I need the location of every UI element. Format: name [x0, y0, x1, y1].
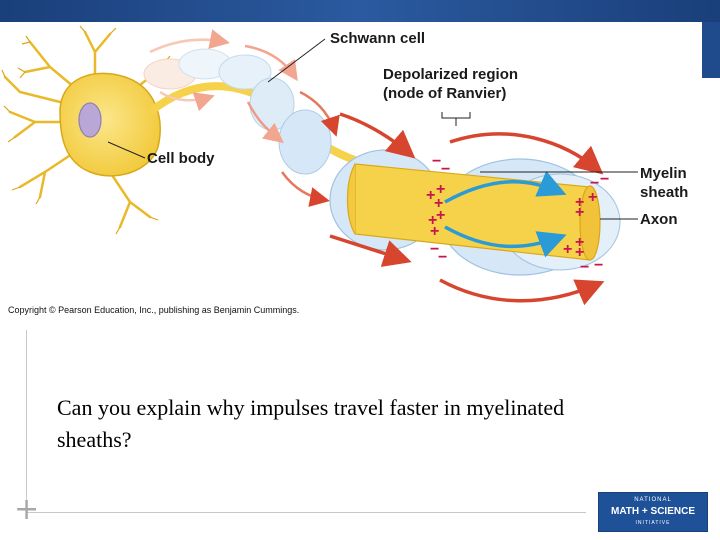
label-sheath: sheath — [640, 184, 688, 201]
slide-question: Can you explain why impulses travel fast… — [57, 392, 617, 456]
label-schwann-cell: Schwann cell — [330, 30, 425, 47]
logo-sub-text: INITIATIVE — [599, 520, 707, 526]
svg-text:−: − — [438, 249, 447, 266]
neuron-diagram: − − + + + + + + − − + + + + + + − − − − — [0, 22, 720, 312]
label-myelin: Myelin — [640, 165, 687, 182]
plus-icon: + — [14, 495, 39, 525]
label-cell-body: Cell body — [147, 150, 215, 167]
nucleus — [79, 103, 101, 137]
svg-text:−: − — [432, 153, 441, 170]
svg-text:−: − — [594, 257, 603, 274]
horizontal-divider — [26, 512, 586, 513]
svg-text:+: + — [563, 241, 572, 258]
svg-text:−: − — [600, 171, 609, 188]
label-depolarized-region: Depolarized region — [383, 66, 518, 83]
svg-text:−: − — [590, 175, 599, 192]
label-node-of-ranvier: (node of Ranvier) — [383, 85, 506, 102]
logo-main-text: MATH + SCIENCE — [599, 506, 707, 517]
svg-text:+: + — [575, 204, 584, 221]
svg-text:+: + — [430, 223, 439, 240]
vertical-divider — [26, 330, 27, 500]
label-axon: Axon — [640, 211, 678, 228]
svg-text:−: − — [580, 259, 589, 276]
svg-text:+: + — [436, 207, 445, 224]
svg-text:−: − — [441, 161, 450, 178]
nms-logo: NATIONAL MATH + SCIENCE INITIATIVE — [598, 492, 708, 532]
cell-body-shape — [60, 73, 160, 176]
top-banner — [0, 0, 720, 22]
logo-top-text: NATIONAL — [599, 497, 707, 503]
copyright-notice: Copyright © Pearson Education, Inc., pub… — [8, 305, 299, 315]
